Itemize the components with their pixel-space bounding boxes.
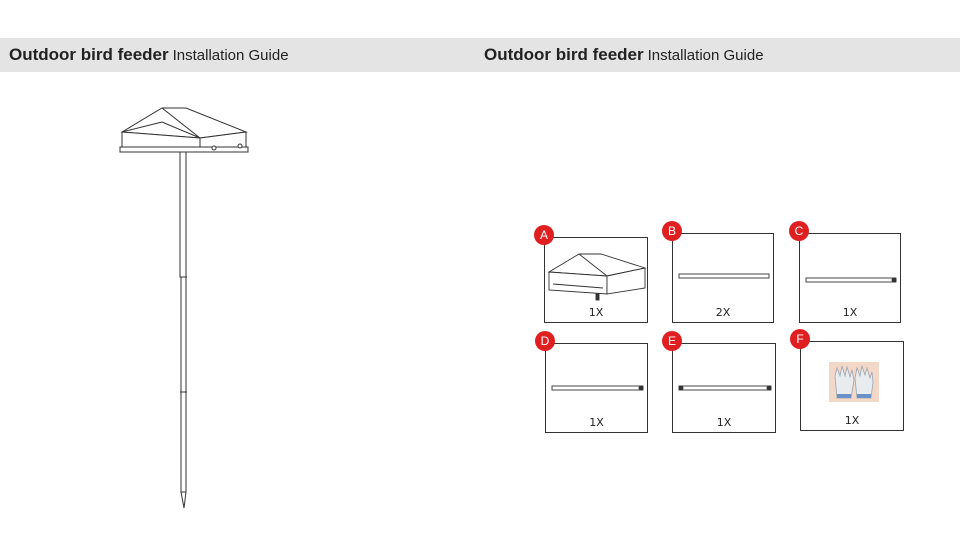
pole-section-icon bbox=[678, 273, 770, 279]
part-letter-badge: D bbox=[535, 331, 555, 351]
assembled-feeder-icon bbox=[119, 107, 249, 509]
part-b: 2X B bbox=[662, 221, 774, 323]
part-quantity: 1X bbox=[716, 416, 732, 429]
part-frame: 1X bbox=[800, 341, 904, 431]
part-frame: 1X bbox=[799, 233, 901, 323]
part-frame: 2X bbox=[672, 233, 774, 323]
part-frame: 1X bbox=[544, 237, 648, 323]
part-frame: 1X bbox=[672, 343, 776, 433]
part-d: 1X D bbox=[535, 331, 648, 433]
title-text: Outdoor bird feeder bbox=[484, 45, 644, 64]
part-letter-badge: E bbox=[662, 331, 682, 351]
part-quantity: 1X bbox=[588, 306, 604, 319]
part-quantity: 1X bbox=[842, 306, 858, 319]
assembled-feeder-illustration bbox=[110, 100, 260, 520]
pole-section-icon bbox=[678, 385, 772, 391]
part-letter-badge: F bbox=[790, 329, 810, 349]
pole-section-icon bbox=[805, 277, 897, 283]
pole-section-icon bbox=[551, 385, 644, 391]
header-bar bbox=[0, 38, 960, 72]
part-letter-badge: B bbox=[662, 221, 682, 241]
title-text: Outdoor bird feeder bbox=[9, 45, 169, 64]
subtitle-text: Installation Guide bbox=[172, 47, 289, 64]
part-quantity: 1X bbox=[844, 414, 860, 427]
part-quantity: 1X bbox=[589, 416, 604, 429]
part-frame: 1X bbox=[545, 343, 648, 433]
part-c: 1X C bbox=[789, 221, 901, 323]
feeder-tray-icon bbox=[547, 253, 647, 301]
part-letter-badge: C bbox=[789, 221, 809, 241]
part-e: 1X E bbox=[662, 331, 776, 433]
part-a: 1X A bbox=[534, 225, 648, 323]
gloves-icon bbox=[829, 362, 879, 402]
part-letter-badge: A bbox=[534, 225, 554, 245]
part-f: 1X F bbox=[790, 329, 904, 431]
subtitle-text: Installation Guide bbox=[647, 47, 764, 64]
part-quantity: 2X bbox=[715, 306, 731, 319]
